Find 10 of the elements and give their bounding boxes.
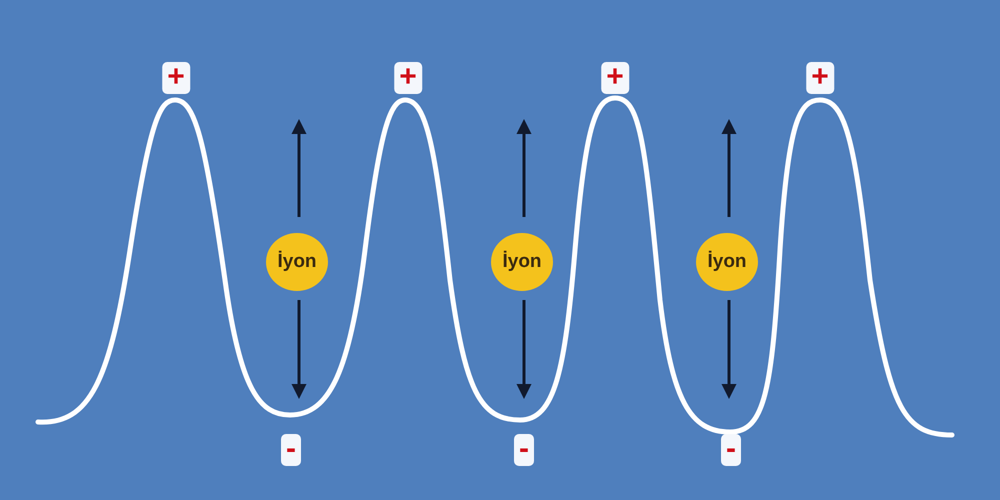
minus-sign: - xyxy=(721,434,741,466)
ion-label: İyon xyxy=(502,251,542,273)
ion-label: İyon xyxy=(707,251,747,273)
plus-sign: + xyxy=(601,62,629,94)
minus-sign: - xyxy=(281,434,301,466)
plus-sign: + xyxy=(162,62,190,94)
ion-label: İyon xyxy=(277,251,317,273)
minus-sign: - xyxy=(514,434,534,466)
plus-sign: + xyxy=(394,62,422,94)
plus-sign: + xyxy=(806,62,834,94)
